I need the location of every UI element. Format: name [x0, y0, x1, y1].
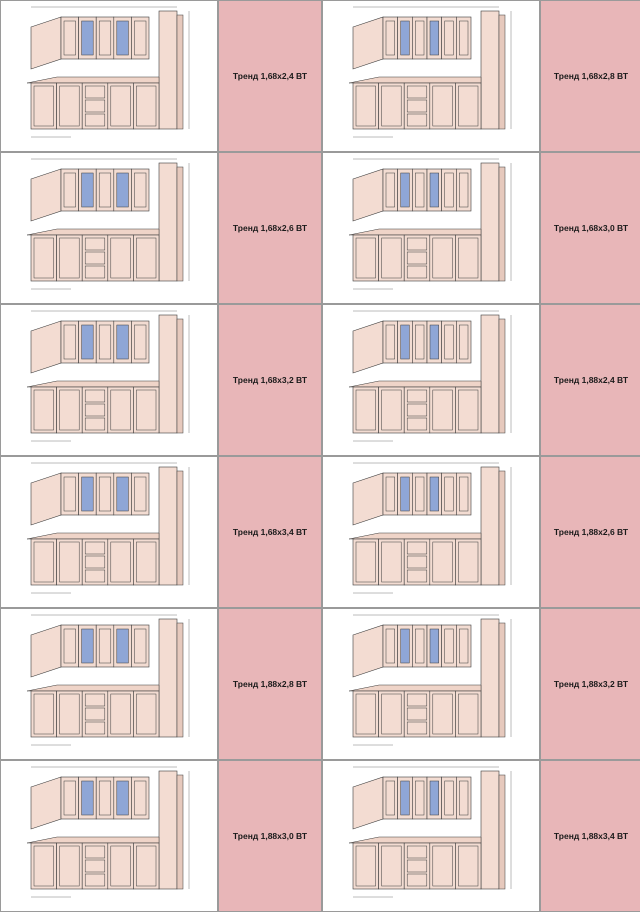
kitchen-diagram	[26, 310, 190, 442]
kitchen-diagram	[348, 462, 512, 594]
kitchen-model-label: Тренд 1,88х3,2 ВТ	[553, 679, 629, 689]
kitchen-drawing	[348, 766, 512, 898]
kitchen-model-label: Тренд 1,68х3,4 ВТ	[232, 527, 308, 537]
kitchen-diagram	[348, 6, 512, 138]
kitchen-drawing	[348, 310, 512, 442]
kitchen-drawing	[26, 6, 190, 138]
kitchen-drawing	[348, 158, 512, 290]
kitchen-label-cell: Тренд 1,88х2,6 ВТ	[540, 456, 640, 608]
kitchen-image-cell	[322, 760, 540, 912]
kitchen-diagram	[348, 310, 512, 442]
kitchen-model-label: Тренд 1,88х3,4 ВТ	[553, 831, 629, 841]
kitchen-label-cell: Тренд 1,88х3,2 ВТ	[540, 608, 640, 760]
kitchen-diagram	[26, 158, 190, 290]
kitchen-model-label: Тренд 1,88х2,6 ВТ	[553, 527, 629, 537]
kitchen-model-label: Тренд 1,68х2,4 ВТ	[232, 71, 308, 81]
kitchen-label-cell: Тренд 1,88х3,0 ВТ	[218, 760, 322, 912]
kitchen-model-label: Тренд 1,68х2,8 ВТ	[553, 71, 629, 81]
kitchen-model-label: Тренд 1,88х2,8 ВТ	[232, 679, 308, 689]
kitchen-model-label: Тренд 1,68х3,2 ВТ	[232, 375, 308, 385]
kitchen-drawing	[26, 158, 190, 290]
kitchen-drawing	[348, 614, 512, 746]
kitchen-image-cell	[0, 152, 218, 304]
kitchen-image-cell	[0, 456, 218, 608]
kitchen-image-cell	[0, 760, 218, 912]
kitchen-drawing	[348, 462, 512, 594]
kitchen-drawing	[26, 462, 190, 594]
kitchen-drawing	[26, 766, 190, 898]
kitchen-drawing	[26, 614, 190, 746]
kitchen-label-cell: Тренд 1,68х2,6 ВТ	[218, 152, 322, 304]
kitchen-image-cell	[0, 608, 218, 760]
kitchen-image-cell	[0, 304, 218, 456]
kitchen-label-cell: Тренд 1,68х2,4 ВТ	[218, 0, 322, 152]
kitchen-image-cell	[0, 0, 218, 152]
kitchen-diagram	[348, 158, 512, 290]
kitchen-label-cell: Тренд 1,68х3,2 ВТ	[218, 304, 322, 456]
kitchen-image-cell	[322, 456, 540, 608]
kitchen-diagram	[26, 6, 190, 138]
kitchen-model-label: Тренд 1,68х3,0 ВТ	[553, 223, 629, 233]
kitchen-diagram	[26, 766, 190, 898]
kitchen-model-label: Тренд 1,88х2,4 ВТ	[553, 375, 629, 385]
kitchen-label-cell: Тренд 1,68х3,0 ВТ	[540, 152, 640, 304]
kitchen-label-cell: Тренд 1,88х2,4 ВТ	[540, 304, 640, 456]
kitchen-drawing	[348, 6, 512, 138]
kitchen-image-cell	[322, 608, 540, 760]
kitchen-image-cell	[322, 0, 540, 152]
kitchen-diagram	[348, 766, 512, 898]
kitchen-model-label: Тренд 1,88х3,0 ВТ	[232, 831, 308, 841]
kitchen-model-label: Тренд 1,68х2,6 ВТ	[232, 223, 308, 233]
kitchen-diagram	[26, 462, 190, 594]
kitchen-diagram	[348, 614, 512, 746]
kitchen-image-cell	[322, 304, 540, 456]
kitchen-diagram	[26, 614, 190, 746]
kitchen-image-cell	[322, 152, 540, 304]
kitchen-label-cell: Тренд 1,88х3,4 ВТ	[540, 760, 640, 912]
kitchen-drawing	[26, 310, 190, 442]
kitchen-label-cell: Тренд 1,88х2,8 ВТ	[218, 608, 322, 760]
kitchen-label-cell: Тренд 1,68х2,8 ВТ	[540, 0, 640, 152]
kitchen-label-cell: Тренд 1,68х3,4 ВТ	[218, 456, 322, 608]
